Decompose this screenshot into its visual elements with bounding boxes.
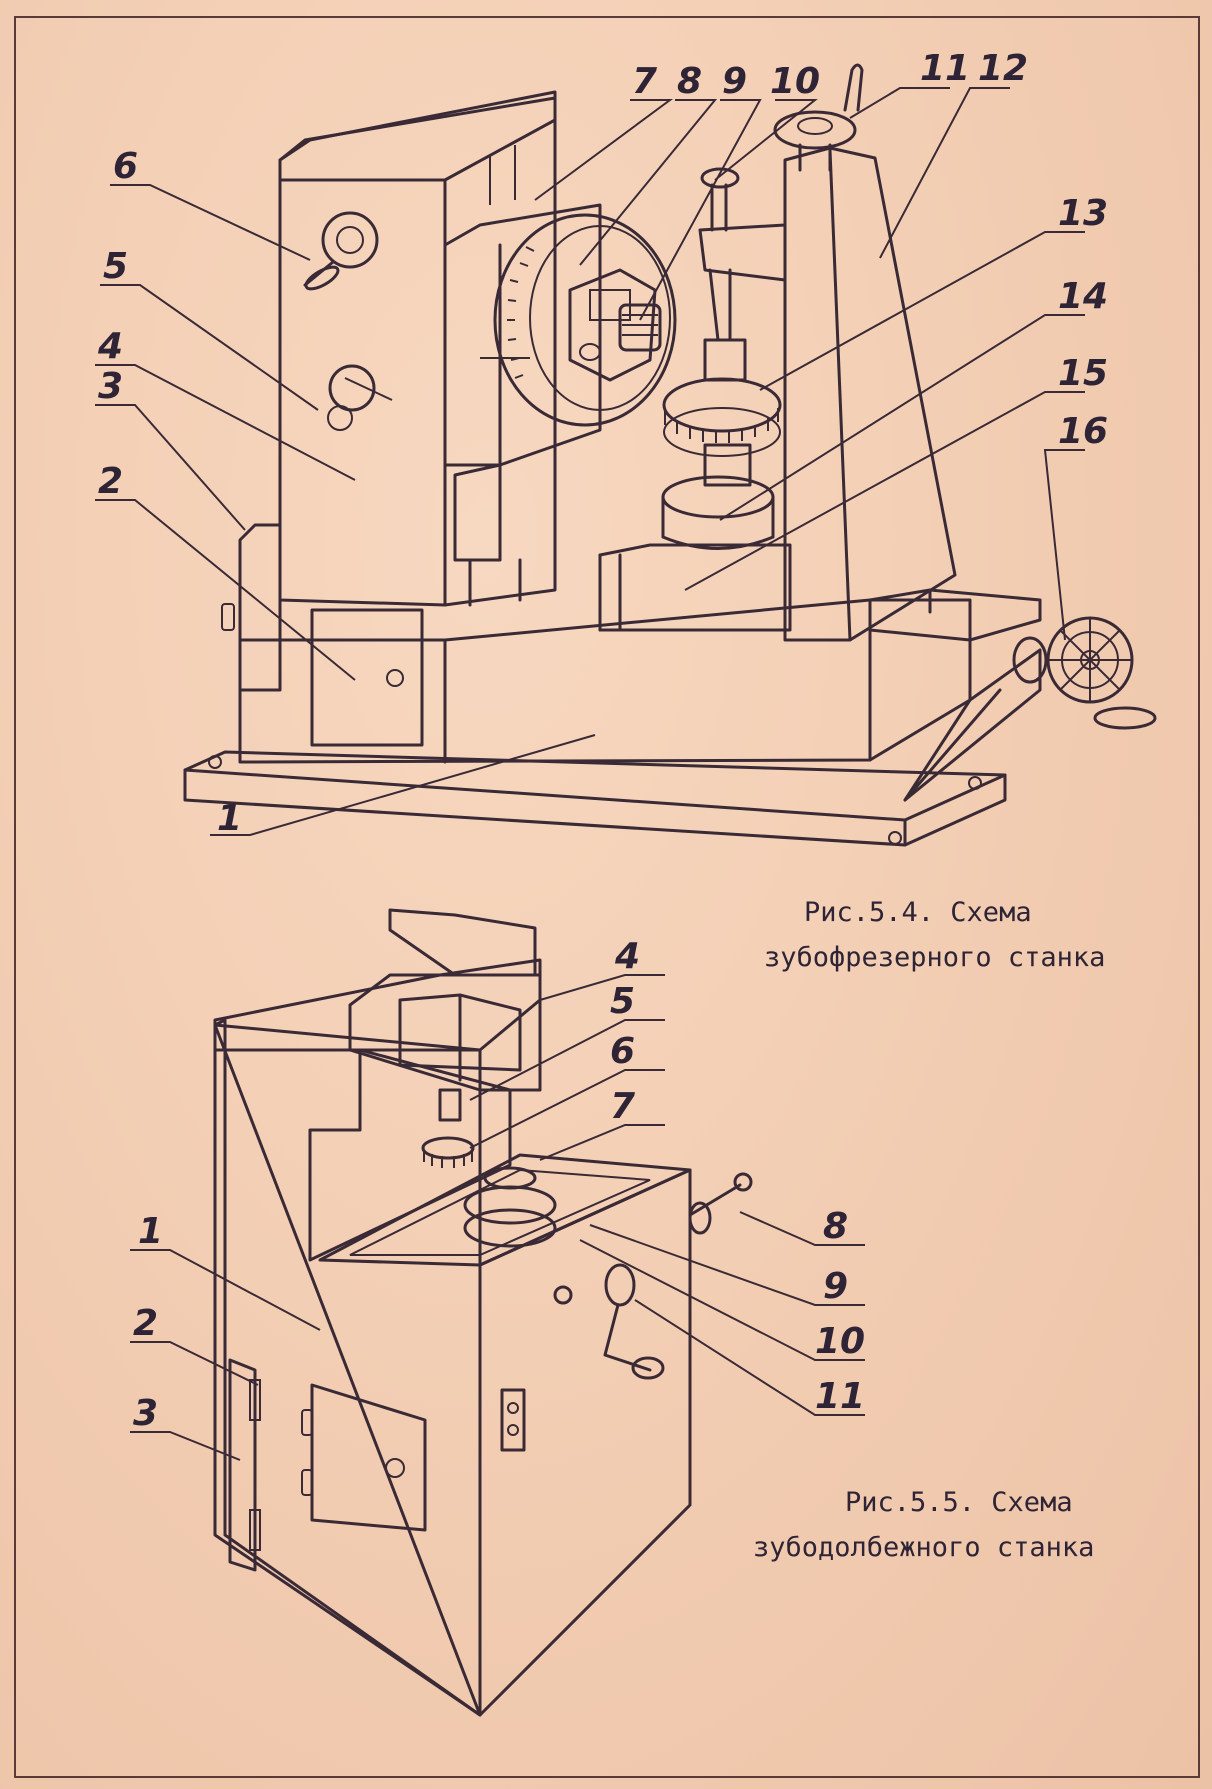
hob-saddle xyxy=(443,203,602,467)
part-label: 9 xyxy=(823,1266,848,1307)
outer-support xyxy=(783,146,957,642)
rotary-dial xyxy=(493,213,677,427)
shaping-machine-drawing xyxy=(213,908,753,1717)
door-lock-icon xyxy=(385,1458,405,1478)
bolt-hole-icon xyxy=(208,755,222,769)
part-label: 3 xyxy=(133,1393,158,1434)
part-label: 15 xyxy=(1058,353,1108,394)
part-label: 7 xyxy=(632,61,657,102)
part-label: 6 xyxy=(610,1031,635,1072)
figure-caption-5-5: Рис.5.5. Схема зубодолбежного станка xyxy=(753,1480,1094,1570)
part-label: 9 xyxy=(722,61,747,102)
caption-subtitle: зубодолбежного станка xyxy=(753,1532,1095,1563)
hobbing-machine-drawing xyxy=(183,63,1157,847)
main-column xyxy=(278,90,557,607)
hob-cutter-icon xyxy=(618,303,662,352)
part-label: 16 xyxy=(1058,411,1108,452)
hob-head xyxy=(568,268,657,382)
part-label: 11 xyxy=(920,48,970,89)
bolt-hole-icon xyxy=(968,776,982,790)
part-label: 8 xyxy=(823,1206,848,1247)
part-label: 5 xyxy=(610,981,635,1022)
crank-icon xyxy=(604,1263,636,1307)
lever-knob-icon xyxy=(733,1172,753,1192)
work-opening xyxy=(308,1048,512,1262)
part-label: 14 xyxy=(1058,276,1108,317)
part-label: 5 xyxy=(103,246,128,287)
part-label: 3 xyxy=(98,366,123,407)
knob-icon xyxy=(221,603,235,631)
part-label: 6 xyxy=(113,146,138,187)
part-label: 4 xyxy=(97,326,123,367)
handwheel-icon xyxy=(321,211,379,269)
labels-fig55: 1 2 3 4 5 6 7 8 9 10 11 xyxy=(133,936,865,1434)
part-label: 2 xyxy=(133,1303,158,1344)
handle-icon xyxy=(843,63,864,112)
handle-icon xyxy=(1093,706,1157,730)
work-tray xyxy=(318,1153,692,1267)
part-label: 1 xyxy=(138,1211,163,1252)
caption-title: Рис.5.5. Схема xyxy=(845,1487,1073,1518)
caption-title: Рис.5.4. Схема xyxy=(804,897,1032,928)
work-table-icon xyxy=(463,1185,557,1225)
part-label: 4 xyxy=(614,936,640,977)
clamp-screw-icon xyxy=(700,167,740,189)
cabinet-door xyxy=(310,1383,427,1532)
base-plate xyxy=(183,750,1007,847)
figure-caption-5-4: Рис.5.4. Схема зубофрезерного станка xyxy=(764,890,1105,980)
shaper-cutter-icon xyxy=(421,1136,475,1160)
leader-lines-fig54 xyxy=(95,87,1085,836)
part-label: 10 xyxy=(770,61,820,102)
handle-icon xyxy=(304,265,340,291)
page-border xyxy=(14,16,1200,1778)
part-label: 1 xyxy=(217,798,242,839)
part-label: 13 xyxy=(1058,193,1108,234)
bolt-hole-icon xyxy=(888,831,902,845)
leader-lines-fig55 xyxy=(130,974,865,1461)
part-label: 10 xyxy=(815,1321,865,1362)
labels-fig54: 1 2 3 4 5 6 7 8 9 10 11 12 13 14 15 16 xyxy=(97,48,1108,839)
part-label: 7 xyxy=(610,1086,635,1127)
door-lock-icon xyxy=(386,669,404,687)
knob-icon xyxy=(553,1285,573,1305)
machine-bed xyxy=(238,598,972,764)
gear-blank-icon xyxy=(662,377,782,433)
part-label: 2 xyxy=(98,461,123,502)
top-handwheel-icon xyxy=(773,110,857,150)
side-gearbox xyxy=(238,523,282,692)
part-label: 11 xyxy=(815,1376,865,1417)
lever-knob-icon xyxy=(328,364,376,412)
support-arm xyxy=(698,223,787,282)
part-label: 12 xyxy=(978,48,1028,89)
shaper-head xyxy=(348,973,542,1092)
column-door xyxy=(310,608,424,747)
side-panel xyxy=(228,1358,257,1572)
part-label: 8 xyxy=(677,61,702,102)
caption-subtitle: зубофрезерного станка xyxy=(764,942,1106,973)
